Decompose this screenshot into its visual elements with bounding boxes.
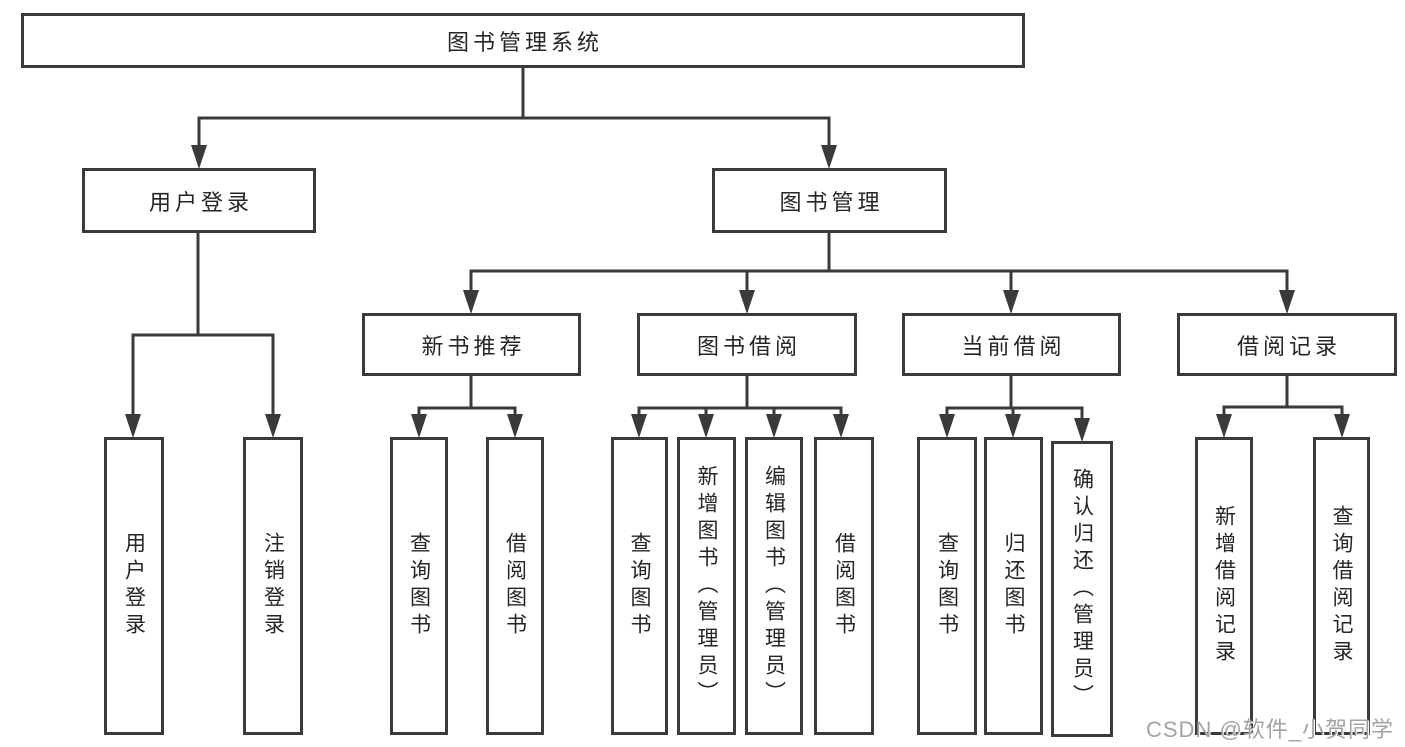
leaf-current-confirm-return-admin: 确认归还（管理员）: [1051, 441, 1113, 737]
leaf-recommend-borrow-books: 借阅图书: [486, 437, 544, 735]
node-label: 当前借阅: [961, 333, 1066, 359]
node-label: 借阅记录: [1236, 333, 1341, 359]
leaf-user-login: 用户登录: [104, 437, 164, 735]
node-label: 用户登录: [122, 532, 146, 640]
node-label: 注销登录: [261, 532, 285, 640]
connector-user-login-to-leaves: [125, 233, 281, 438]
node-label: 查询图书: [935, 532, 959, 640]
node-label: 用户登录: [148, 189, 253, 215]
node-label: 查询借阅记录: [1330, 505, 1353, 667]
node-library-management-system: 图书管理系统: [21, 13, 1025, 68]
node-label: 借阅图书: [503, 532, 527, 640]
leaf-records-add-borrow-record: 新增借阅记录: [1195, 437, 1253, 735]
node-user-login: 用户登录: [82, 168, 316, 233]
connector-new-book-recommend-to-leaves: [411, 376, 523, 438]
leaf-borrowing-borrow-books: 借阅图书: [814, 437, 874, 735]
node-current-borrowing: 当前借阅: [902, 313, 1121, 376]
node-label: 图书借阅: [696, 333, 801, 359]
leaf-borrowing-query-books: 查询图书: [611, 437, 668, 735]
node-label: 查询图书: [407, 532, 431, 640]
node-borrow-records: 借阅记录: [1177, 313, 1397, 376]
node-book-borrowing: 图书借阅: [637, 313, 857, 376]
node-label: 归还图书: [1002, 532, 1025, 640]
node-label: 新增图书（管理员）: [695, 464, 718, 708]
node-label: 查询图书: [628, 532, 651, 640]
node-label: 图书管理: [779, 189, 884, 215]
connector-current-borrowing-to-leaves: [939, 376, 1090, 442]
node-label: 借阅图书: [832, 532, 856, 640]
leaf-borrowing-add-books-admin: 新增图书（管理员）: [677, 437, 736, 735]
connector-book-management-to-level3: [463, 233, 1295, 314]
node-label: 新增借阅记录: [1212, 505, 1236, 667]
connector-book-borrowing-to-leaves: [631, 376, 849, 438]
leaf-current-return-books: 归还图书: [984, 437, 1043, 735]
node-label: 图书管理系统: [446, 29, 603, 55]
connector-root-to-level2: [191, 68, 837, 169]
csdn-watermark: CSDN @软件_小贺同学: [1146, 717, 1395, 742]
leaf-logout: 注销登录: [243, 437, 303, 735]
node-label: 新书推荐: [421, 333, 526, 359]
node-label: 编辑图书（管理员）: [762, 464, 786, 708]
node-label: 确认归还（管理员）: [1070, 467, 1094, 711]
node-new-book-recommend: 新书推荐: [362, 313, 581, 376]
leaf-current-query-books: 查询图书: [917, 437, 977, 735]
leaf-recommend-query-books: 查询图书: [390, 437, 448, 735]
connector-borrow-records-to-leaves: [1216, 376, 1350, 438]
leaf-records-query-borrow-record: 查询借阅记录: [1313, 437, 1370, 735]
node-book-management: 图书管理: [712, 168, 947, 233]
leaf-borrowing-edit-books-admin: 编辑图书（管理员）: [745, 437, 803, 735]
